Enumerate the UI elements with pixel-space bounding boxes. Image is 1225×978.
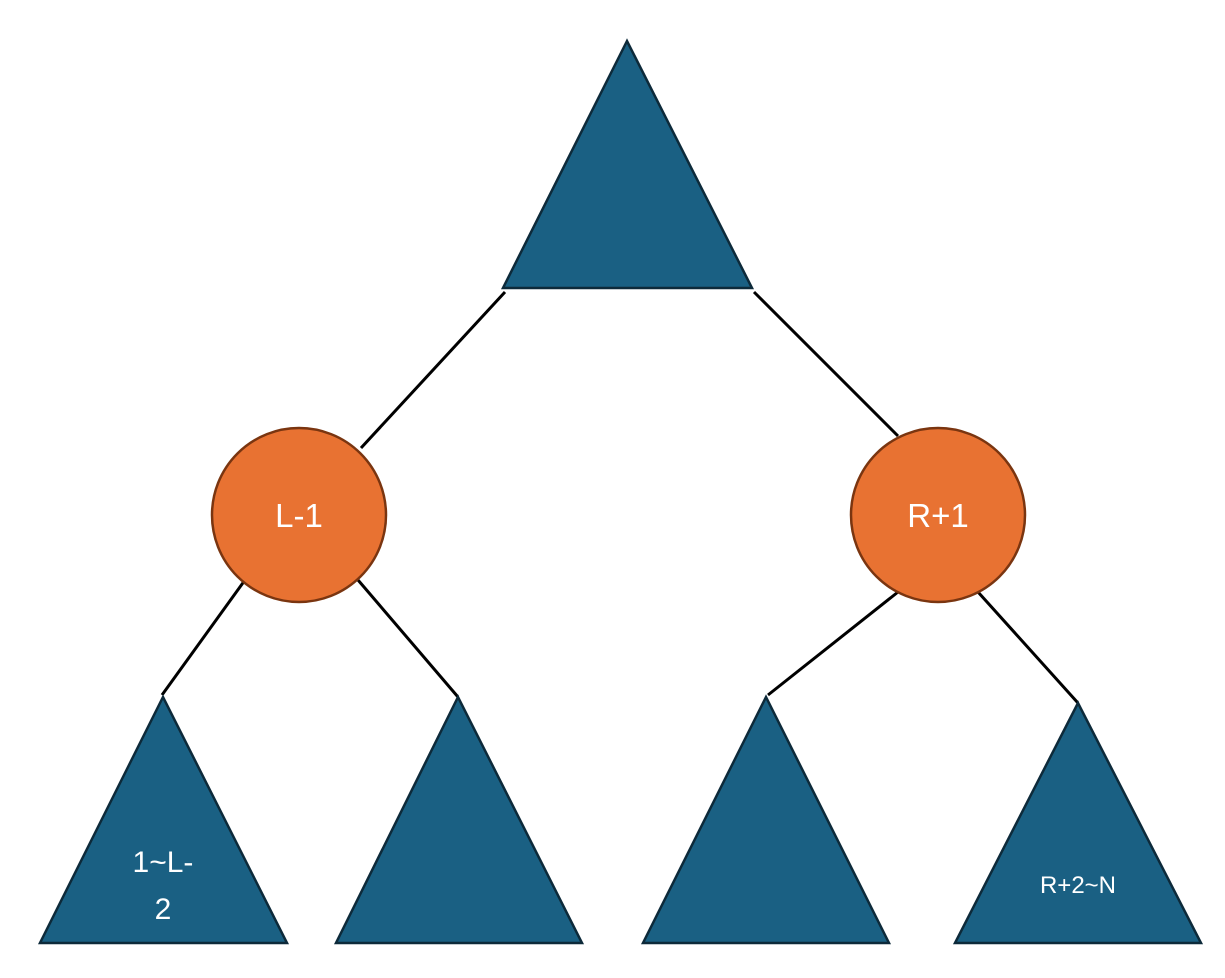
edge-left-node-to-leaf-left-outer bbox=[160, 579, 247, 696]
edge-root-to-right-node bbox=[752, 290, 900, 438]
leaf-right-inner bbox=[640, 694, 892, 945]
leaf-right-inner-triangle bbox=[640, 694, 892, 945]
leaf-left-outer: 1~L- 2 bbox=[37, 694, 290, 945]
right-node-circle bbox=[849, 426, 1027, 604]
right-node-label: R+1 bbox=[907, 497, 968, 534]
leaf-right-outer: R+2~N bbox=[952, 700, 1204, 945]
edge-right-node-to-leaf-right-outer bbox=[976, 590, 1080, 705]
root-subtree-triangle bbox=[500, 38, 755, 290]
edge-root-to-left-node bbox=[359, 290, 507, 450]
edge-right-node-to-leaf-right-inner bbox=[767, 590, 899, 697]
leaf-left-outer-label-line1: 1~L- bbox=[133, 846, 194, 879]
leaf-right-outer-triangle bbox=[952, 700, 1204, 945]
leaf-left-outer-label-line2: 2 bbox=[155, 893, 172, 926]
left-node-circle bbox=[210, 426, 388, 604]
edge-left-node-to-leaf-left-inner bbox=[356, 579, 460, 698]
left-node: L-1 bbox=[210, 426, 388, 604]
leaf-right-outer-label: R+2~N bbox=[1040, 872, 1116, 899]
leaf-left-inner bbox=[333, 694, 585, 945]
leaf-left-outer-triangle bbox=[37, 694, 290, 945]
right-node: R+1 bbox=[849, 426, 1027, 604]
left-node-label: L-1 bbox=[275, 497, 323, 534]
tree-edges bbox=[160, 290, 1080, 705]
leaf-left-inner-triangle bbox=[333, 694, 585, 945]
